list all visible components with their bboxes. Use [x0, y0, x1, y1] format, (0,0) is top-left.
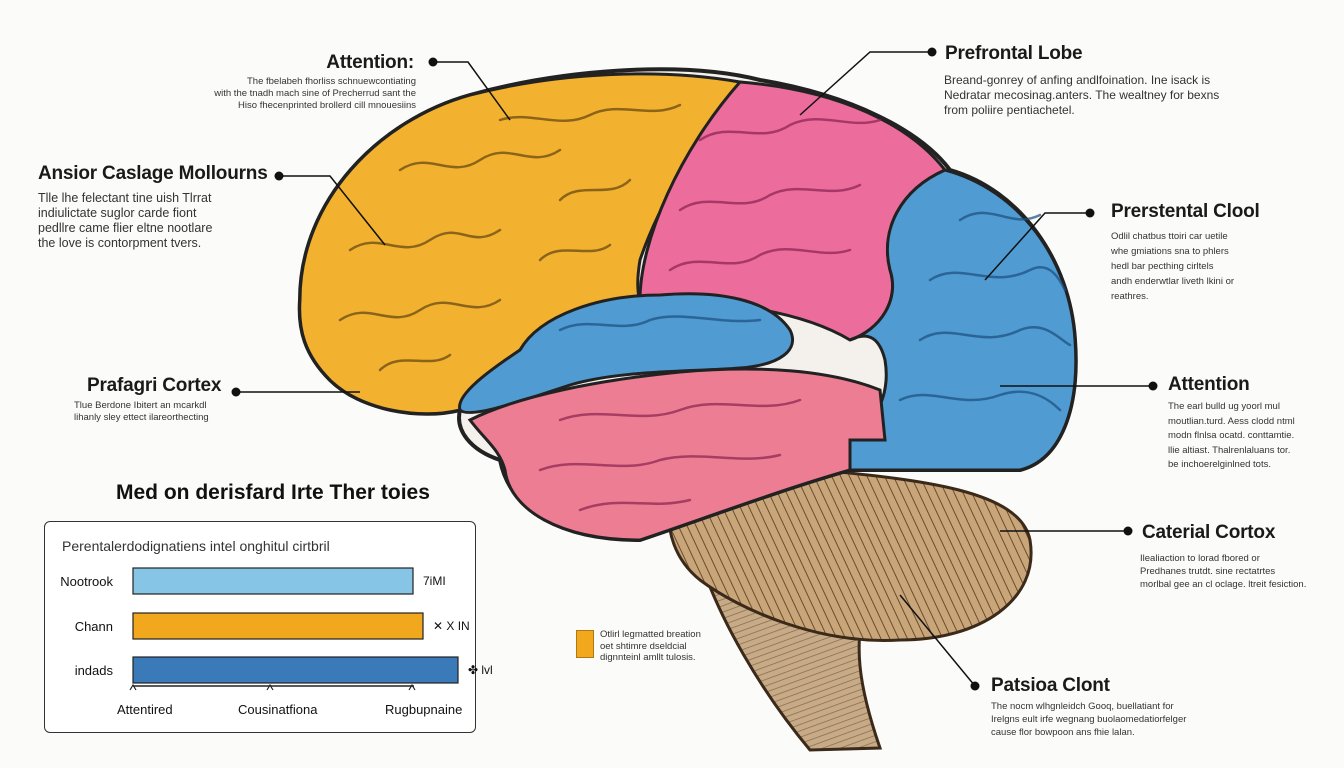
label-prafagri-title: Prafagri Cortex — [87, 375, 222, 396]
label-prefrontal-lobe-desc: Breand-gonrey of anfing andlfoination. I… — [944, 73, 1220, 117]
leader-dots — [231, 47, 1158, 691]
legend-text: Otlirl legmatted breation oet shtimre ds… — [600, 629, 701, 663]
label-attention-top-desc: The fbelabeh fhorliss schnuewcontiating … — [214, 76, 416, 111]
value-label: 7iMI — [423, 574, 446, 588]
label-ansior-title: Ansior Caslage Mollourns — [38, 163, 268, 184]
frontal-region — [298, 72, 743, 416]
label-prerstental-desc: Odlil chatbus ttoiri car uetile whe gmia… — [1111, 231, 1235, 302]
label-patsioa-title: Patsioa Clont — [991, 675, 1110, 696]
x-tick-label: Cousinatfiona — [238, 702, 318, 717]
category-label: Chann — [74, 619, 113, 634]
x-tick-label: Attentired — [117, 702, 173, 717]
value-label: ✕ X IN — [433, 619, 470, 633]
label-patsioa-desc: The nocm wlhgnleidch Gooq, buellatiant f… — [991, 701, 1187, 738]
label-prerstental-title: Prerstental Clool — [1111, 201, 1260, 222]
label-attention-right-title: Attention — [1168, 374, 1250, 395]
label-caterial-title: Caterial Cortox — [1142, 522, 1276, 543]
label-attention-top-title: Attention: — [326, 52, 414, 73]
gyri-folds-blue — [558, 211, 1072, 412]
leader-lines — [236, 51, 1153, 687]
x-tick-label: Rugbupnaine — [385, 702, 463, 717]
gyri-folds-pink — [538, 117, 882, 512]
label-ansior-desc: Tlle lhe felectant tine uish Tlrrat indi… — [38, 191, 213, 250]
leader-dot — [274, 171, 284, 181]
leader-dot — [428, 57, 438, 67]
label-caterial-desc: Ilealiaction to lorad fbored or Predhane… — [1140, 553, 1307, 590]
label-attention-right-desc: The earl bulld ug yoorl mul moutlian.tur… — [1168, 401, 1295, 470]
legend-swatch — [576, 630, 594, 658]
gyri-folds — [338, 103, 682, 372]
chart-heading: Med on derisfard Irte Ther toies — [116, 481, 430, 504]
label-prafagri-desc: Tlue Berdone Ibitert an mcarkdl lihanly … — [74, 400, 209, 423]
value-label: ✤ lvl — [468, 663, 493, 677]
category-label: indads — [74, 663, 113, 678]
leader-dot — [1123, 526, 1133, 536]
temporal-region — [467, 367, 887, 542]
leader-dot — [970, 681, 980, 691]
leader-dot — [1148, 381, 1158, 391]
leader-dot — [1085, 208, 1095, 218]
label-prefrontal-lobe-title: Prefrontal Lobe — [945, 43, 1083, 64]
leader-dot — [927, 47, 937, 57]
chart-title: Perentalerdodignatiens intel onghitul ci… — [62, 538, 330, 554]
category-label: Nootrook — [60, 574, 113, 589]
leader-dot — [231, 387, 241, 397]
